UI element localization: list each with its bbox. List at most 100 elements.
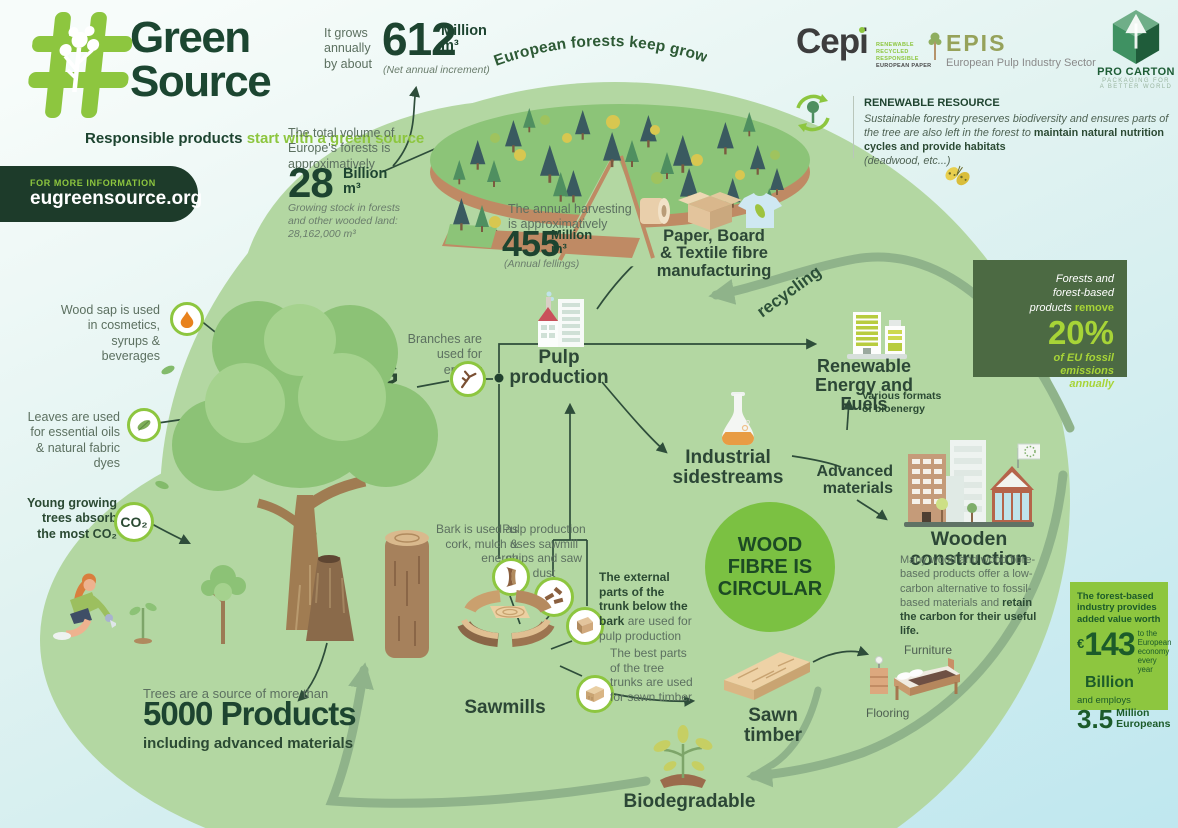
epis-sub: European Pulp Industry Sector xyxy=(946,57,1096,69)
biodegradable-heading: Biodegradable xyxy=(623,791,756,812)
economy-mid: and employs xyxy=(1077,694,1131,706)
economy-value2: 3.5 xyxy=(1077,703,1114,734)
trunk-part-icon xyxy=(566,607,604,645)
rr-title: RENEWABLE RESOURCE xyxy=(864,97,1000,109)
sawmill-illustration xyxy=(457,590,555,647)
growth-unit: Million m³ xyxy=(441,23,487,55)
circle-line1: WOOD xyxy=(737,534,803,556)
industrial-line1: Industrial xyxy=(685,447,771,468)
rr-body1: Sustainable forestry preserves biodivers… xyxy=(864,113,1169,140)
emissions-l1: Forests and xyxy=(1055,273,1114,285)
procarton-wordmark: PRO CARTON xyxy=(1097,66,1175,78)
info-label: FOR MORE INFORMATION xyxy=(30,178,156,188)
economy-intro: The forest-based industry provides added… xyxy=(1077,591,1161,625)
sawn-line2: timber xyxy=(743,724,803,746)
wooden-body1: Many wood and wood fibre-based products … xyxy=(900,554,1036,609)
cepi-sub1: RENEWABLE xyxy=(876,42,914,48)
bioenergy-note: Various formats of bioenergy xyxy=(862,390,947,415)
timber-block-icon xyxy=(576,675,614,713)
economy-unit2b: Europeans xyxy=(1116,717,1171,730)
furniture-label: Furniture xyxy=(904,643,953,657)
growth-intro: It grows annually by about xyxy=(324,26,372,71)
harvest-unit2: m³ xyxy=(551,240,567,256)
flask-icon xyxy=(722,392,754,445)
volume-value: 28 xyxy=(288,159,334,206)
bioenergy-buildings-icon xyxy=(847,312,907,359)
external-bold: The external parts of the trunk below th… xyxy=(599,570,688,628)
advanced-line1: Advanced xyxy=(816,463,893,480)
bioenergy-line1: Various formats xyxy=(862,390,942,402)
renewable-line2: Energy and Fuels xyxy=(814,374,914,414)
emissions-l2: forest-based xyxy=(1052,287,1114,300)
cube-tree-icon xyxy=(1112,10,1160,64)
epis-logo: EPIS European Pulp Industry Sector xyxy=(946,30,1096,69)
volume-unit1: Billion xyxy=(343,166,388,182)
growth-unit1: Million xyxy=(441,23,487,39)
info-url-link[interactable]: eugreensource.org xyxy=(30,188,203,209)
wood-fibre-circle: WOOD FIBRE IS CIRCULAR xyxy=(705,502,835,632)
growth-value: 612 xyxy=(382,13,457,65)
big-tree-illustration xyxy=(155,301,438,630)
tree-planter-illustration xyxy=(53,573,116,640)
procarton-sub2: A BETTER WORLD xyxy=(1099,84,1173,90)
tree-recycle-icon xyxy=(796,94,830,132)
harvest-note: (Annual fellings) xyxy=(504,258,580,270)
logo-word-green: Green xyxy=(130,13,251,62)
cepi-sub-text: RENEWABLE RECYCLED RESPONSIBLE EUROPEAN … xyxy=(876,42,931,70)
biodegradable-plant-illustration xyxy=(653,725,713,788)
industrial-heading: Industrial sidestreams xyxy=(662,448,794,488)
emissions-l3a: products xyxy=(1029,301,1075,314)
wooden-construction-illustration xyxy=(904,440,1040,527)
tagline: Responsible products start with a green … xyxy=(85,130,425,147)
paper-line2: & Textile fibre xyxy=(660,244,768,263)
economy-unit2a: Million xyxy=(1116,706,1150,719)
leaves-label: Leaves are used for essential oils & nat… xyxy=(27,410,120,470)
harvest-unit1: Million xyxy=(551,227,593,242)
economy-side: to the European economy every year xyxy=(1137,629,1172,674)
growth-note: (Net annual increment) xyxy=(383,64,490,76)
emissions-box: Forests and forest-based products remove… xyxy=(973,260,1127,390)
products-value: 5000 Products xyxy=(143,695,357,732)
leaf-icon xyxy=(127,408,161,442)
volume-unit: Billion m³ xyxy=(343,166,388,197)
tagline-green: start with a green source xyxy=(242,130,425,147)
advanced-label: Advanced materials xyxy=(798,463,893,498)
sawn-line1: Sawn xyxy=(748,705,798,726)
cepi-logo: Cepi xyxy=(796,22,869,62)
co2-label: Young growing trees absorb the most CO₂ xyxy=(26,496,117,541)
external-note: The external parts of the trunk below th… xyxy=(599,570,695,643)
sawmills-heading: Sawmills xyxy=(464,697,546,718)
cepi-sub2: RECYCLED xyxy=(876,48,909,55)
renewable-line1: Renewable xyxy=(816,356,912,376)
products-note: including advanced materials xyxy=(143,735,354,752)
epis-wordmark: EPIS xyxy=(946,30,1007,56)
sawn-timber-illustration xyxy=(724,652,810,700)
bark-label: Bark is used as cork, mulch & energy xyxy=(435,522,518,566)
circle-line2: FIBRE IS xyxy=(727,556,813,578)
pulp-line1: Pulp xyxy=(538,347,580,368)
epis-small-tree-icon xyxy=(928,32,942,60)
growth-unit2: m³ xyxy=(441,38,459,55)
sap-label: Wood sap is used in cosmetics, syrups & … xyxy=(60,303,160,363)
rr-body: Sustainable forestry preserves biodivers… xyxy=(864,112,1172,168)
emissions-l6: annually xyxy=(1069,377,1114,390)
bark-icon xyxy=(492,558,530,596)
industrial-line2: sidestreams xyxy=(672,466,784,488)
circle-line3: CIRCULAR xyxy=(717,578,823,600)
paper-roll-box-tshirt-icons xyxy=(640,192,782,230)
wooden-body: Many wood and wood fibre-based products … xyxy=(900,553,1042,639)
pulp-heading: Pulp production xyxy=(500,348,618,388)
economy-value1: 143 xyxy=(1084,626,1135,663)
brand-logo-text: Green Source xyxy=(130,13,272,104)
cepi-sub4: EUROPEAN PAPER xyxy=(876,62,932,69)
butterfly-icon xyxy=(945,165,970,186)
external-rest: are used for pulp production xyxy=(599,613,692,643)
paper-line3: manufacturing xyxy=(656,261,772,280)
forest-title-arc: European forests keep growing xyxy=(492,20,707,70)
tagline-dark: Responsible products xyxy=(85,130,243,147)
factory-icon xyxy=(538,291,584,347)
advanced-line2: materials xyxy=(822,479,893,497)
volume-intro: The total volume of Europe's forests is … xyxy=(288,126,395,171)
procarton-logo: PRO CARTON PACKAGING FOR A BETTER WORLD xyxy=(1094,8,1178,90)
